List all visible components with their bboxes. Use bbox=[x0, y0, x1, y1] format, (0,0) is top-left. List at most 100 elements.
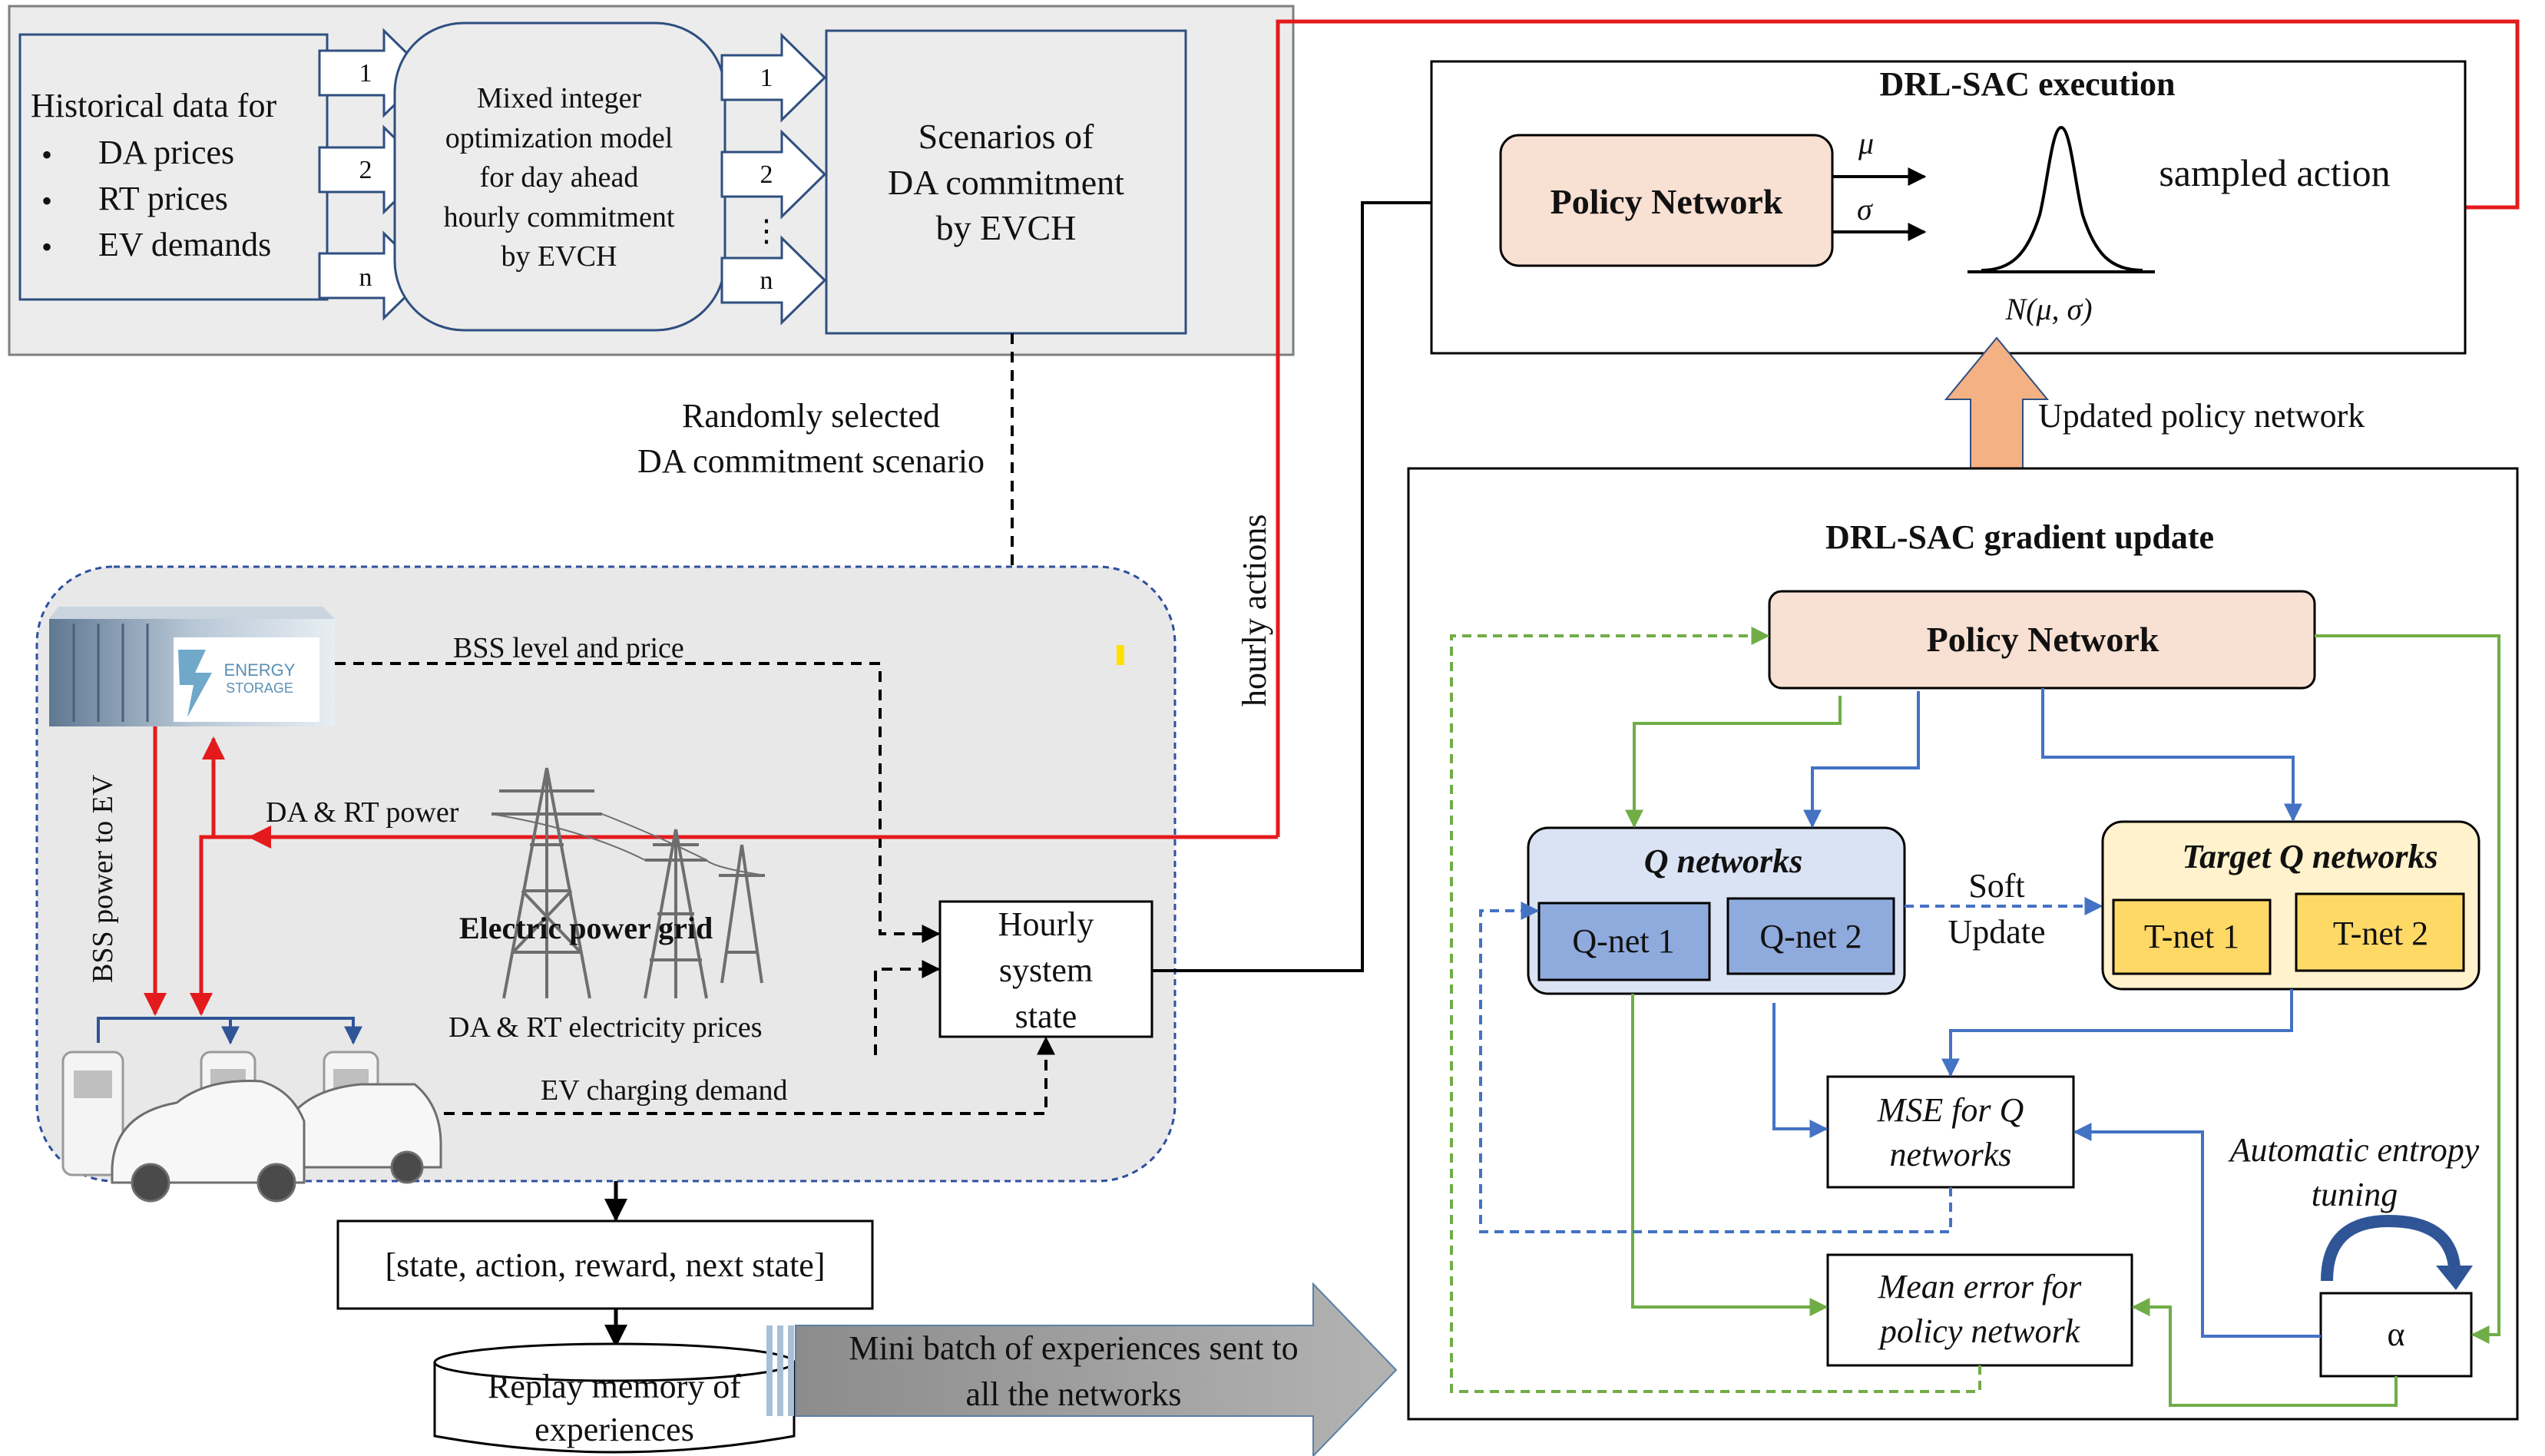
milp-line-1: Mixed integer bbox=[477, 82, 642, 114]
historical-item-da: DA prices bbox=[98, 134, 234, 171]
mean-error-to-policy-dashed bbox=[1450, 627, 1981, 1393]
scenarios-box bbox=[825, 29, 1187, 335]
hourly-state-line-2: system bbox=[999, 951, 1093, 989]
hourly-state-box bbox=[938, 900, 1153, 1038]
arrow-out-label-n: n bbox=[760, 266, 773, 295]
minibatch-arrow bbox=[766, 1282, 1398, 1456]
tower-medium bbox=[644, 829, 708, 999]
tnet2-label: T-net 2 bbox=[2333, 915, 2428, 952]
car-wheel bbox=[256, 1163, 296, 1203]
q2-to-mse-blue bbox=[1772, 1003, 1828, 1138]
q-to-mean-error-green bbox=[1631, 994, 1828, 1316]
soft-line-2: Update bbox=[1948, 913, 2045, 951]
tnet1-label: T-net 1 bbox=[2144, 918, 2239, 955]
block-arrow-out-1 bbox=[720, 32, 827, 123]
bullet: • bbox=[41, 230, 52, 264]
milp-line-2: optimization model bbox=[445, 122, 673, 154]
gradient-title: DRL-SAC gradient update bbox=[1825, 518, 2214, 556]
updated-policy-arrow bbox=[1944, 336, 2050, 471]
yellow-marker bbox=[1117, 645, 1124, 665]
charging-station-bus bbox=[97, 1017, 362, 1045]
historical-data-box bbox=[18, 33, 329, 301]
bss-power-label: BSS power to EV bbox=[87, 774, 119, 983]
hourly-state-line-3: state bbox=[1015, 998, 1077, 1035]
mean-error-line-2: policy network bbox=[1878, 1312, 2081, 1350]
ev-demand-arrow bbox=[407, 1036, 1055, 1115]
minibatch-line-2: all the networks bbox=[965, 1375, 1181, 1413]
policy-to-q2-blue bbox=[1803, 691, 1920, 829]
minibatch-stripe bbox=[766, 1325, 773, 1416]
storage-label-1: ENERGY bbox=[224, 660, 296, 680]
sampled-action-label: sampled action bbox=[2159, 151, 2390, 194]
storage-top bbox=[49, 607, 335, 619]
scenarios-line-3: by EVCH bbox=[936, 208, 1077, 247]
block-arrow-out-2 bbox=[720, 129, 827, 220]
alpha-label: α bbox=[2387, 1315, 2404, 1353]
arrow-out-label-1: 1 bbox=[760, 64, 773, 92]
output-arrows-right bbox=[720, 32, 827, 326]
electric-car-icon bbox=[111, 1080, 442, 1203]
grid-power-to-ev-line bbox=[190, 835, 250, 1016]
arrow-label-2: 2 bbox=[359, 156, 372, 184]
mse-to-q-dashed bbox=[1479, 902, 1952, 1233]
ev-demand-label: EV charging demand bbox=[541, 1074, 788, 1107]
qnet2-box bbox=[1726, 897, 1895, 975]
hourly-state-line-1: Hourly bbox=[998, 905, 1094, 943]
tnet2-box bbox=[2295, 892, 2465, 972]
arrow-label-1: 1 bbox=[359, 59, 372, 88]
energy-storage-image: ENERGY STORAGE bbox=[49, 607, 335, 726]
charger-1-screen bbox=[74, 1070, 112, 1098]
car-wheel bbox=[131, 1163, 170, 1203]
arrow-out-label-dots: ⋮ bbox=[751, 213, 782, 248]
minibatch-stripe bbox=[788, 1325, 794, 1416]
green-connectors bbox=[1450, 627, 2500, 1407]
arrow-out-label-2: 2 bbox=[760, 160, 773, 189]
exec-policy-network bbox=[1499, 134, 1834, 267]
car-wheel bbox=[390, 1150, 424, 1184]
bus-line bbox=[97, 1017, 362, 1045]
grad-policy-label: Policy Network bbox=[1927, 620, 2159, 659]
replay-line-2: experiences bbox=[534, 1411, 694, 1448]
historical-data-title: Historical data for bbox=[31, 87, 276, 124]
transition-box bbox=[336, 1219, 874, 1310]
tower-large bbox=[491, 767, 602, 999]
policy-to-target-blue bbox=[2041, 688, 2302, 822]
entropy-loop-icon bbox=[2321, 1214, 2461, 1282]
policy-to-alpha-green bbox=[2315, 634, 2500, 1344]
entropy-line-1: Automatic entropy bbox=[2228, 1131, 2480, 1169]
minibatch-stripe bbox=[777, 1325, 783, 1416]
updated-policy-label: Updated policy network bbox=[2038, 397, 2365, 435]
scenarios-line-1: Scenarios of bbox=[918, 117, 1094, 156]
storage-label-2: STORAGE bbox=[226, 680, 293, 696]
entropy-line-2: tuning bbox=[2312, 1176, 2398, 1213]
bullet: • bbox=[41, 184, 52, 218]
car-front bbox=[111, 1080, 306, 1184]
mse-line-2: networks bbox=[1890, 1136, 2012, 1173]
transition-label: [state, action, reward, next state] bbox=[386, 1246, 826, 1284]
storage-logo-icon bbox=[178, 650, 212, 717]
historical-item-ev: EV demands bbox=[98, 226, 271, 263]
tnet1-box bbox=[2112, 898, 2272, 975]
power-lines bbox=[491, 813, 766, 876]
soft-line-1: Soft bbox=[1968, 867, 2024, 905]
da-rt-power-label: DA & RT power bbox=[266, 796, 459, 829]
power-grid-towers-icon bbox=[491, 767, 766, 999]
block-arrow-out-n bbox=[720, 235, 827, 326]
grid-label: Electric power grid bbox=[459, 911, 713, 945]
scenarios-line-2: DA commitment bbox=[888, 163, 1124, 202]
q-networks-title: Q networks bbox=[1644, 842, 1803, 880]
target-q-title: Target Q networks bbox=[2182, 838, 2437, 875]
minibatch-shape bbox=[795, 1282, 1398, 1456]
policy-to-q-green bbox=[1625, 696, 1842, 829]
prices-label: DA & RT electricity prices bbox=[448, 1011, 763, 1044]
hourly-actions-label: hourly actions bbox=[1236, 514, 1273, 706]
qnet1-label: Q-net 1 bbox=[1572, 922, 1674, 960]
bss-level-label: BSS level and price bbox=[453, 632, 684, 664]
exec-policy-label: Policy Network bbox=[1550, 182, 1783, 221]
mu-label: μ bbox=[1858, 126, 1874, 160]
minibatch-line-1: Mini batch of experiences sent to bbox=[849, 1329, 1298, 1367]
random-line-1: Randomly selected bbox=[682, 397, 940, 435]
prices-arrow bbox=[874, 960, 941, 1055]
tower-small bbox=[719, 844, 765, 984]
